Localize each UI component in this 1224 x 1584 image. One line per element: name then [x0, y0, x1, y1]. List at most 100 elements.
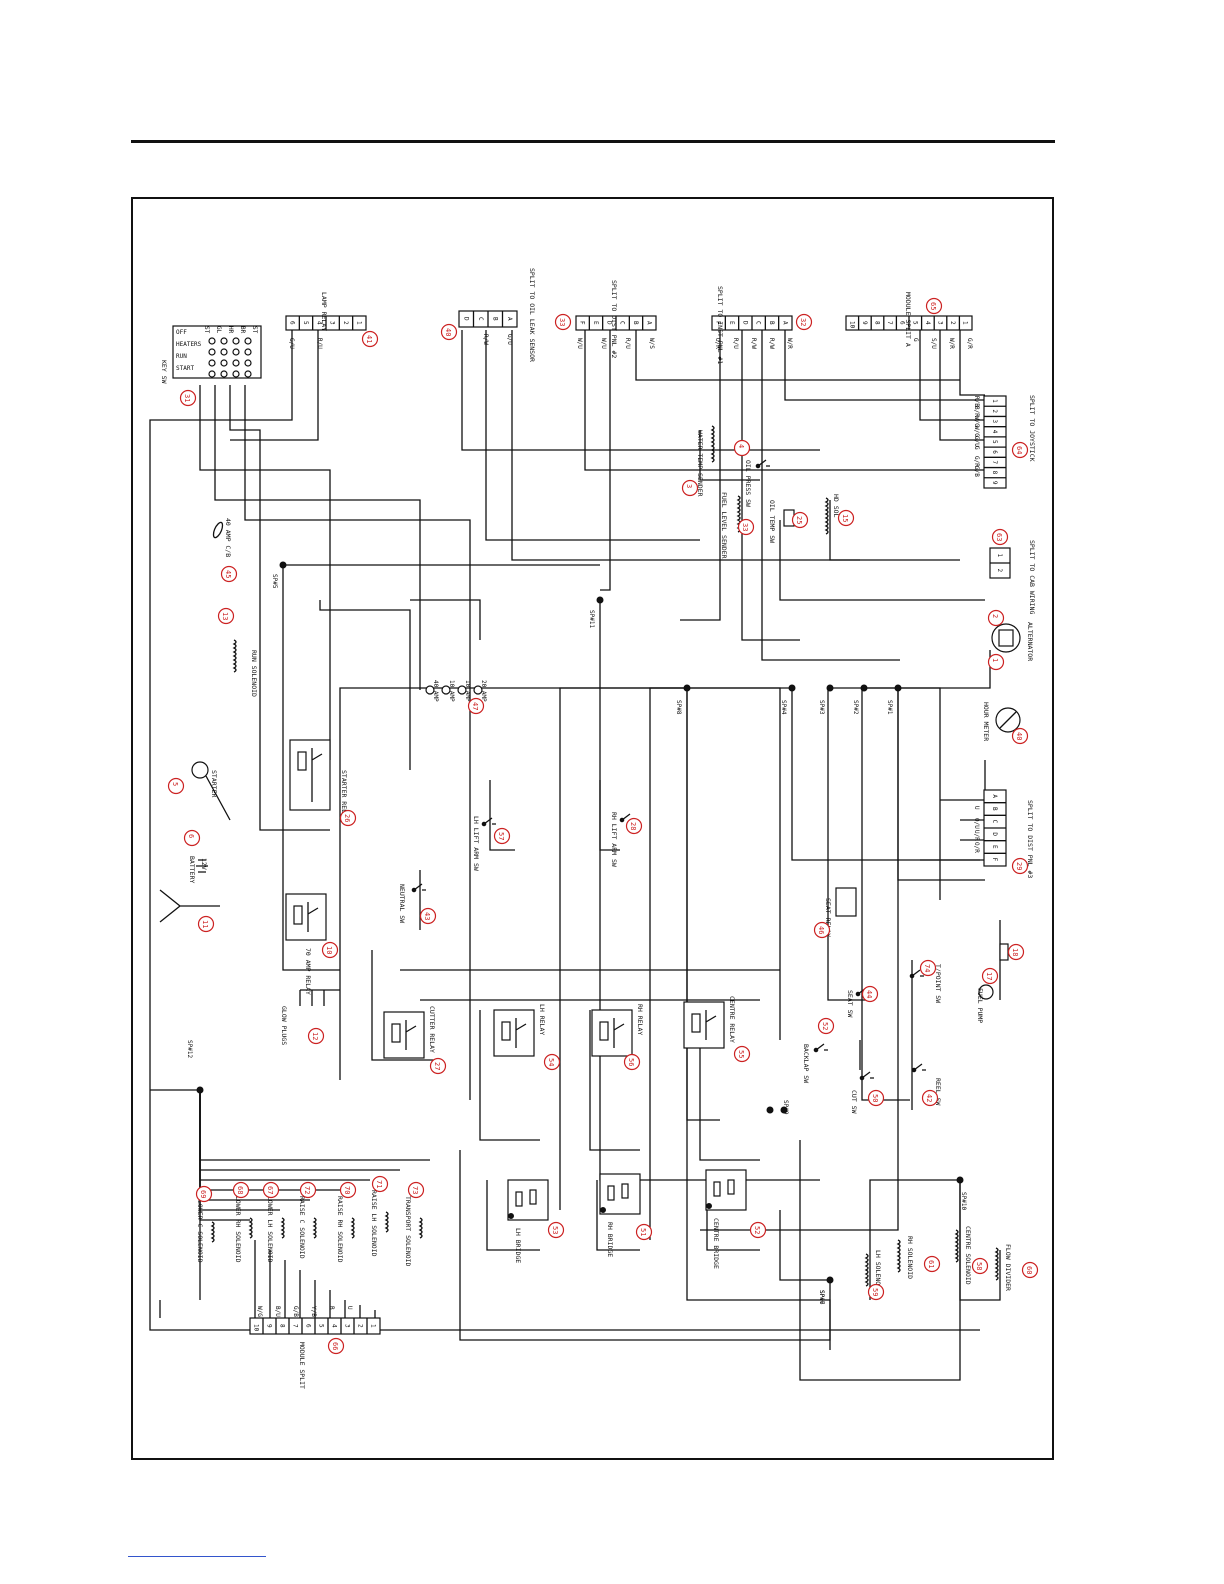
number-text: 71 — [375, 1180, 383, 1188]
splice-label-8: SP#8 — [675, 700, 682, 715]
number-reel-sw: 42 — [921, 1089, 939, 1107]
wire-50 — [199, 1090, 340, 1191]
splice-dot-3 — [826, 684, 834, 692]
wire-2 — [461, 330, 820, 451]
wire-66 — [959, 1180, 1001, 1301]
switch-terminal — [619, 817, 625, 823]
relay-rh-relay — [591, 1009, 633, 1057]
pin-label: 2 — [949, 321, 956, 325]
number-text: 64 — [1015, 446, 1023, 454]
key-contact — [244, 337, 252, 345]
number-text: 11 — [201, 920, 209, 928]
wire-24 — [559, 687, 687, 1210]
wire-39 — [371, 950, 440, 1061]
centre-solenoid-coil — [954, 1229, 959, 1263]
bridge-terminal — [600, 1207, 606, 1213]
splice-dot-4 — [788, 684, 796, 692]
pin-label: 6 — [899, 321, 906, 325]
key-contact — [244, 348, 252, 356]
wire-colour: G — [973, 446, 980, 450]
pin-label: 1 — [370, 1324, 377, 1328]
pin-label: 7 — [292, 1324, 299, 1328]
component-label: RUN SOLENOID — [250, 650, 258, 697]
splice-dot-6 — [780, 1106, 788, 1114]
relay-coil — [501, 1021, 511, 1041]
relay-body — [383, 1011, 425, 1059]
pin-label: 1 — [962, 321, 969, 325]
number-glow-plugs: 12 — [307, 1027, 325, 1045]
number-oil-press: 4 — [733, 439, 751, 457]
wire-21 — [599, 600, 820, 1181]
switch-terminal — [909, 973, 915, 979]
number-cutter-relay: 27 — [429, 1057, 447, 1075]
pin-label: 5 — [911, 321, 918, 325]
component-label: SPLIT TO INST PNL #1 — [716, 286, 724, 364]
number-rh-solenoid: 61 — [923, 1255, 941, 1273]
key-position-3: START — [176, 365, 194, 372]
number-circle — [197, 915, 215, 933]
number-text: 40 — [1015, 732, 1023, 740]
number-circle — [371, 1175, 389, 1193]
number-text: 61 — [927, 1260, 935, 1268]
relay-cutter-relay — [383, 1011, 425, 1059]
component-label: SPLIT TO CAB WIRING — [1028, 540, 1036, 614]
number-seat-relay: 46 — [813, 921, 831, 939]
wire-colour: G/R — [973, 456, 980, 467]
number-battery: 6 — [183, 829, 201, 847]
wire-colour: O/U — [973, 818, 980, 829]
wire-colour: R/U — [624, 338, 631, 349]
footer-link-rule — [128, 1556, 266, 1557]
pin-label: 9 — [266, 1324, 273, 1328]
component-label: LH SOLENOID — [874, 1250, 882, 1293]
splice-dot-1 — [894, 684, 902, 692]
number-text: 74 — [923, 964, 931, 972]
relay-coil — [391, 1023, 401, 1043]
relay-contact — [515, 1018, 527, 1048]
pin-label: 4 — [991, 430, 998, 434]
component-label: MODULE SPLIT A — [904, 292, 912, 347]
wire-colour: R/W — [768, 338, 775, 349]
number-circle — [987, 653, 1005, 671]
pin-label: C — [477, 317, 484, 321]
component-label: CENTRE RELAY — [728, 996, 736, 1043]
component-label: LH RELAY — [538, 1004, 546, 1035]
pin-label: 6 — [991, 450, 998, 454]
wire-40 — [479, 1010, 540, 1141]
raise-lh-coil — [384, 1211, 389, 1233]
number-circle — [919, 959, 937, 977]
number-circle — [1011, 727, 1029, 745]
wire-6 — [600, 330, 611, 591]
pin-label: B — [491, 317, 498, 321]
number-fuses: 47 — [467, 697, 485, 715]
number-text: 70 — [343, 1186, 351, 1194]
wire-51 — [199, 1090, 310, 1201]
wire-colour: U/R — [714, 338, 721, 349]
pin-label: 2 — [996, 569, 1003, 573]
component-label: LOWER LH SOLENOID — [266, 1196, 274, 1263]
splice-label-12: SP#12 — [186, 1040, 193, 1058]
wire-colour: R/U — [316, 338, 323, 349]
pin-label: 1 — [355, 321, 362, 325]
pin-label: 3 — [344, 1324, 351, 1328]
number-circle — [733, 439, 751, 457]
number-text: 60 — [1025, 1266, 1033, 1274]
number-text: 65 — [929, 302, 937, 310]
wire-colour: U/R — [973, 830, 980, 841]
wire-colour: W/G — [973, 416, 980, 427]
splice-label-9: SP#9 — [782, 1100, 789, 1115]
number-glow-relay: 10 — [321, 941, 339, 959]
splice-label-1: SP#1 — [886, 700, 893, 715]
pin-label: D — [741, 321, 748, 325]
wire-colour: B/R — [973, 406, 980, 417]
fuse-rating: 10 AMP — [448, 680, 455, 702]
number-circle — [321, 941, 339, 959]
wire-colour: W/S — [648, 338, 655, 349]
number-text: 68 — [236, 1186, 244, 1194]
starter-motor — [191, 761, 209, 779]
number-circle — [867, 1089, 885, 1107]
number-circle — [813, 921, 831, 939]
number-circle — [861, 985, 879, 1003]
